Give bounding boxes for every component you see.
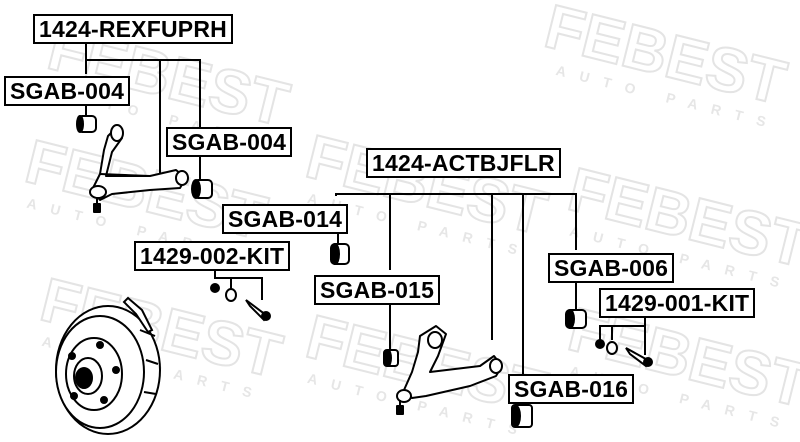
label-bushing-016: SGAB-016 xyxy=(508,374,635,404)
label-bushing-006: SGAB-006 xyxy=(548,253,675,283)
bushing-006-drawing xyxy=(565,309,587,329)
label-bolt-kit-002: 1429-002-KIT xyxy=(134,241,291,271)
bushing-016-drawing xyxy=(511,404,533,428)
label-bushing-015: SGAB-015 xyxy=(314,275,441,305)
bolt-kit-001-drawing xyxy=(595,339,653,368)
bushing-015-drawing xyxy=(383,349,399,367)
brake-disc-hub-drawing xyxy=(55,296,161,435)
label-upper-bushing-front: SGAB-004 xyxy=(4,76,131,106)
label-bolt-kit-001: 1429-001-KIT xyxy=(599,288,756,318)
upper-control-arm-drawing xyxy=(76,115,213,213)
label-bushing-014: SGAB-014 xyxy=(222,204,349,234)
leader-lines xyxy=(85,44,646,405)
label-lower-arm: 1424-ACTBJFLR xyxy=(366,148,561,178)
label-upper-arm: 1424-REXFUPRH xyxy=(33,14,233,44)
lower-control-arm-drawing xyxy=(396,325,503,415)
bolt-kit-002-drawing xyxy=(210,283,271,322)
bushing-014-drawing xyxy=(330,243,350,265)
label-upper-bushing-rear: SGAB-004 xyxy=(166,127,293,157)
